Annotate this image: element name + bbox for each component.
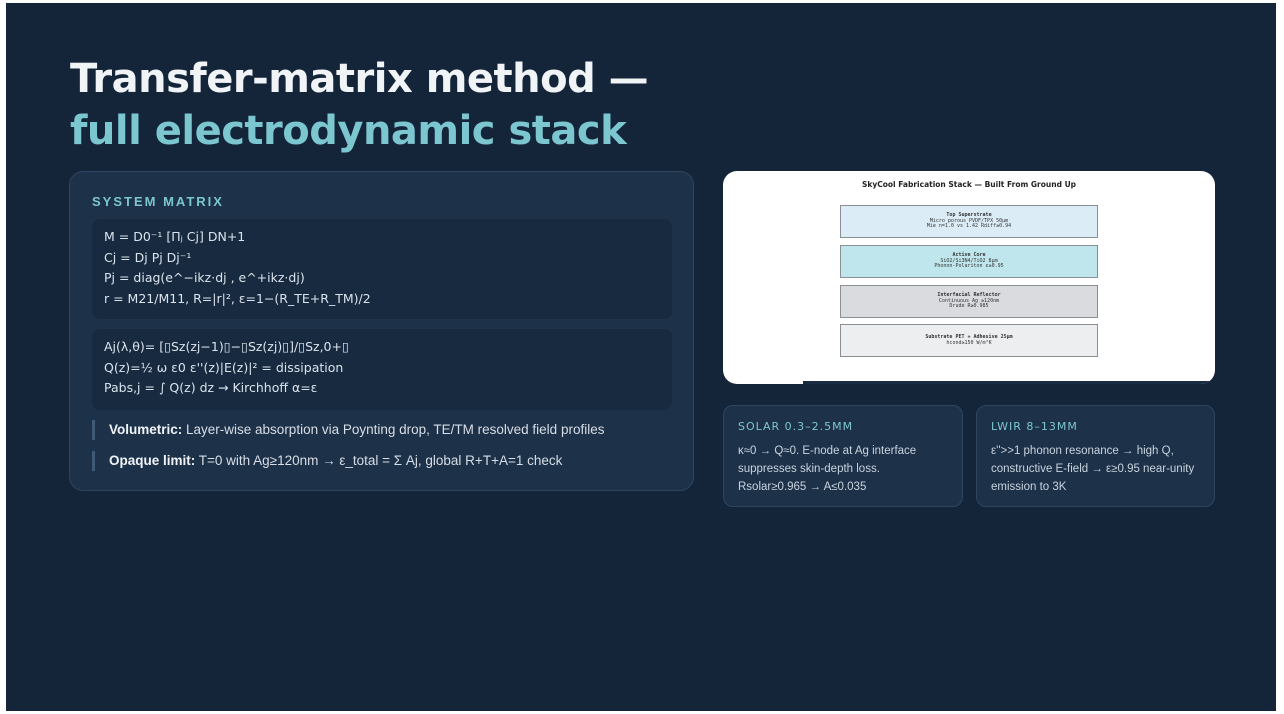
volumetric-note: Volumetric: Layer-wise absorption via Po… [92, 420, 604, 440]
layer-detail: Continuous Ag ≥120nm [938, 297, 1000, 304]
solar-band-heading: SOLAR 0.3–2.5MM [738, 420, 854, 433]
absorption-equations-block: Aj(λ,θ)= [▯Sz(zj−1)▯−▯Sz(zj)▯]/▯Sz,0+▯ Q… [92, 329, 672, 410]
matrix-equations-block: M = D0⁻¹ [Πⱼ Cj] DN+1 Cj = Dj Pj Dj⁻¹ Pj… [92, 219, 672, 319]
equation-line: Cj = Dj Pj Dj⁻¹ [104, 249, 192, 265]
equation-line: Pabs,j = ∫ Q(z) dz → Kirchhoff α=ε [104, 380, 318, 395]
lwir-band-text: ε''>>1 phonon resonance → high Q, constr… [991, 445, 1195, 493]
layer-active-core: Active Core SiO2/Si3N4/TiO2 8μm Phonon-P… [840, 245, 1098, 278]
layer-name: Top Superstrate [946, 211, 992, 218]
lwir-band-card: LWIR 8–13MM ε''>>1 phonon resonance → hi… [976, 405, 1215, 507]
opaque-limit-note: Opaque limit: T=0 with Ag≥120nm → ε_tota… [92, 451, 562, 471]
layer-name: Active Core [952, 251, 986, 258]
equation-line: Pj = diag(e^−ikz·dj , e^+ikz·dj) [104, 270, 305, 285]
solar-band-card: SOLAR 0.3–2.5MM κ≈0 → Q≈0. E-node at Ag … [723, 405, 963, 507]
layer-detail: SiO2/Si3N4/TiO2 8μm [940, 257, 998, 264]
layer-detail: Phonon-Polariton ε≥0.95 [934, 263, 1004, 270]
figure-title: SkyCool Fabrication Stack — Built From G… [861, 180, 1077, 189]
layer-substrate: Substrate PET + Adhesive 25μm hcond≥150 … [840, 324, 1098, 357]
note-label: Opaque limit: [109, 453, 196, 468]
layer-name: Interfacial Reflector [937, 291, 1001, 298]
system-matrix-panel: SYSTEM MATRIX M = D0⁻¹ [Πⱼ Cj] DN+1 Cj =… [69, 171, 694, 491]
equation-line: Q(z)=½ ω ε0 ε''(z)|E(z)|² = dissipation [104, 359, 344, 375]
lwir-band-heading: LWIR 8–13MM [991, 420, 1078, 433]
page-title: Transfer-matrix method — full electrodyn… [70, 53, 649, 157]
system-matrix-heading: SYSTEM MATRIX [92, 194, 224, 209]
equation-line: M = D0⁻¹ [Πⱼ Cj] DN+1 [104, 229, 246, 244]
layer-detail: Micro porous PVDF/TPX 50μm [929, 217, 1009, 224]
note-text: Layer-wise absorption via Poynting drop,… [182, 422, 605, 437]
title-line-2: full electrodynamic stack [70, 108, 627, 154]
layer-detail: Drude R≥0.985 [949, 303, 989, 310]
title-line-1: Transfer-matrix method — [70, 56, 649, 102]
solar-band-text: κ≈0 → Q≈0. E-node at Ag interface suppre… [738, 445, 917, 493]
equation-line: Aj(λ,θ)= [▯Sz(zj−1)▯−▯Sz(zj)▯]/▯Sz,0+▯ [104, 339, 349, 354]
layer-detail: hcond≥150 W/m²K [946, 339, 992, 346]
layer-detail: Mie n=1.0 vs 1.42 Rdiff≥0.94 [926, 223, 1012, 230]
layer-top-superstrate: Top Superstrate Micro porous PVDF/TPX 50… [840, 205, 1098, 238]
equation-line: r = M21/M11, R=|r|², ε=1−(R_TE+R_TM)/2 [104, 290, 371, 306]
layer-name: Substrate PET + Adhesive 25μm [925, 333, 1013, 340]
note-text: T=0 with Ag≥120nm → ε_total = Σ Aj, glob… [195, 453, 563, 468]
fabrication-stack-figure: SkyCool Fabrication Stack — Built From G… [723, 171, 1215, 384]
figure-base-edge [803, 381, 1215, 384]
slide: Transfer-matrix method — full electrodyn… [6, 3, 1276, 711]
layer-interfacial-reflector: Interfacial Reflector Continuous Ag ≥120… [840, 285, 1098, 318]
note-label: Volumetric: [109, 422, 183, 437]
